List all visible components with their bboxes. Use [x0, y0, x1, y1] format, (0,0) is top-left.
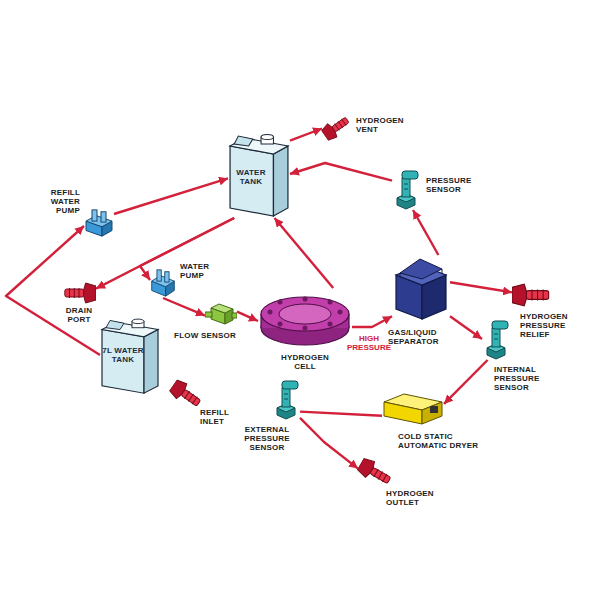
vent-fitting: [320, 113, 352, 142]
tank-text: WATER TANK: [230, 168, 272, 186]
pump-drawing: [86, 210, 112, 236]
hydrogen-cell-drawing: [261, 297, 349, 346]
flow-sensor-drawing: [205, 304, 237, 324]
external-pressure-sensor: EXTERNAL PRESSURE SENSOR: [272, 378, 300, 420]
component-label: WATER PUMP: [180, 262, 220, 280]
internal-pressure-sensor: INTERNAL PRESSURE SENSOR: [482, 318, 510, 360]
component-label: REFILL INLET: [200, 408, 250, 426]
pressure-sensor-drawing: [487, 321, 508, 359]
separator-drawing: [396, 259, 446, 319]
pressure-sensor-drawing: [277, 381, 298, 419]
inlet-fitting: [168, 378, 204, 411]
component-label: COLD STATIC AUTOMATIC DRYER: [398, 432, 488, 450]
flow-connector: [163, 298, 205, 316]
flow-connector: [6, 226, 100, 355]
flow-connector: [300, 412, 382, 416]
flow-connector: [413, 210, 438, 255]
automatic-dryer: COLD STATIC AUTOMATIC DRYER: [382, 392, 444, 426]
hydrogen-vent: HYDROGEN VENT: [322, 112, 352, 142]
hydrogen-outlet: HYDROGEN OUTLET: [358, 462, 394, 484]
flow-connector: [300, 418, 358, 469]
refill-inlet: REFILL INLET: [170, 384, 204, 406]
component-label: INTERNAL PRESSURE SENSOR: [494, 365, 558, 392]
flow-connector: [237, 312, 258, 321]
drain-port: DRAIN PORT: [62, 282, 96, 304]
pressure-sensor-drawing: [397, 171, 418, 209]
pressure-sensor: PRESSURE SENSOR: [392, 168, 420, 210]
component-label: HYDROGEN CELL: [276, 353, 334, 371]
relief-fitting: [512, 284, 549, 306]
water-tank-drawing: [230, 135, 288, 217]
component-label: FLOW SENSOR: [168, 331, 242, 340]
flow-connector: [275, 218, 334, 288]
component-label: REFILL WATER PUMP: [26, 188, 80, 215]
flow-connector: [444, 360, 488, 404]
edge-label-holder: HIGH PRESSURE: [346, 334, 392, 352]
gas-liquid-separator: GAS/LIQUID SEPARATOR: [392, 255, 450, 323]
component-label: GAS/LIQUID SEPARATOR: [388, 328, 454, 346]
drain-fitting: [65, 283, 96, 303]
water-pump: WATER PUMP: [150, 268, 176, 298]
flow-connector: [290, 163, 392, 181]
flow-connector: [96, 218, 234, 289]
dryer-drawing: [384, 394, 442, 424]
water-tank-drawing: [102, 319, 158, 393]
flow-connector: [290, 129, 322, 141]
flow-connector: [140, 218, 234, 280]
component-label: HYDROGEN OUTLET: [386, 489, 442, 507]
component-label: EXTERNAL PRESSURE SENSOR: [236, 425, 298, 452]
outlet-fitting: [356, 456, 394, 488]
flow-connector: [450, 282, 512, 292]
tank-text: 7L WATER TANK: [102, 346, 144, 364]
component-label: DRAIN PORT: [58, 306, 100, 324]
refill-water-pump: REFILL WATER PUMP: [84, 208, 114, 238]
pump-drawing: [152, 270, 175, 296]
flow-connector: [352, 316, 392, 327]
pressure-relief: HYDROGEN PRESSURE RELIEF: [512, 282, 552, 308]
flow-sensor: FLOW SENSOR: [205, 300, 237, 326]
water-tank: WATER TANK: [228, 130, 290, 218]
component-label: HYDROGEN VENT: [356, 116, 406, 134]
component-label: HYDROGEN PRESSURE RELIEF: [520, 312, 584, 339]
edge-label: HIGH PRESSURE: [346, 334, 392, 352]
hydrogen-cell: HYDROGEN CELL: [258, 288, 352, 348]
water-tank: 7L WATER TANK: [100, 315, 160, 395]
flow-connector: [114, 178, 228, 214]
flow-connector: [450, 316, 482, 339]
component-label: PRESSURE SENSOR: [426, 176, 476, 194]
